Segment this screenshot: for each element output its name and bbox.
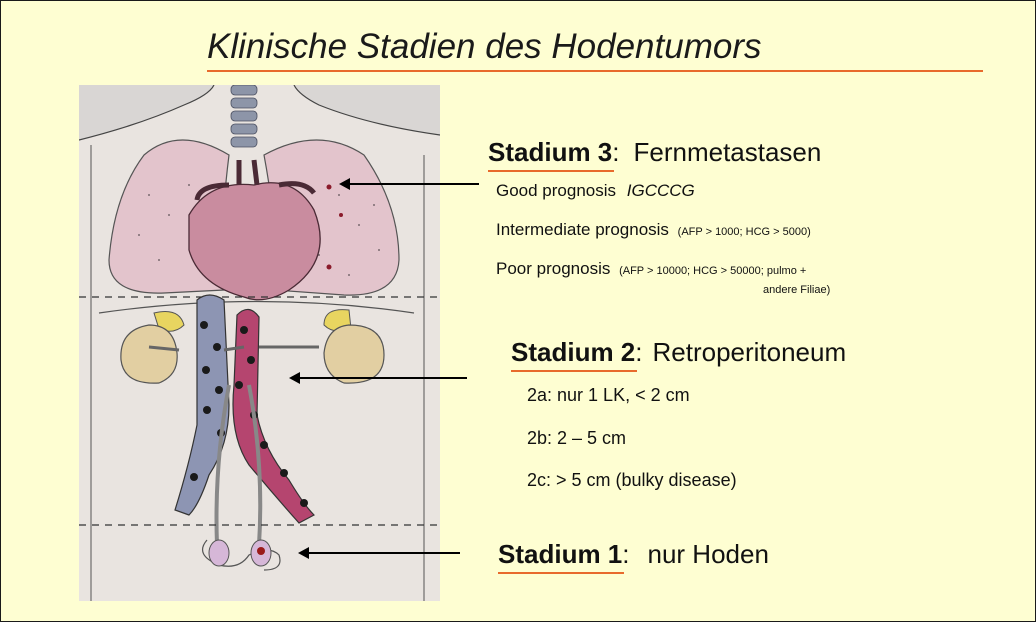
stage1-colon: : — [622, 539, 629, 569]
stage2-item: 2a: nur 1 LK, < 2 cm — [527, 385, 690, 406]
stage1-description: nur Hoden — [647, 539, 768, 569]
stage2-item: 2c: > 5 cm (bulky disease) — [527, 470, 737, 491]
stage3-label: Stadium 3 — [488, 137, 612, 168]
stage3-colon: : — [612, 137, 619, 167]
title-underline — [207, 70, 983, 72]
poor-prognosis: Poor prognosis (AFP > 10000; HCG > 50000… — [496, 259, 806, 279]
stage1-heading: Stadium 1: nur Hoden — [498, 539, 769, 570]
poor-prognosis-note-2: andere Filiae) — [763, 284, 830, 296]
stage1-label: Stadium 1 — [498, 539, 622, 570]
good-prognosis-ref: IGCCCG — [627, 181, 695, 200]
anatomy-illustration — [79, 85, 440, 601]
poor-prognosis-note-1: (AFP > 10000; HCG > 50000; pulmo + — [619, 265, 806, 277]
poor-prognosis-text: Poor prognosis — [496, 259, 610, 278]
intermediate-prognosis-text: Intermediate prognosis — [496, 220, 669, 239]
good-prognosis-text: Good prognosis — [496, 181, 616, 200]
stage2-colon: : — [635, 337, 642, 367]
stage2-label: Stadium 2 — [511, 337, 635, 368]
stage2-heading: Stadium 2: Retroperitoneum — [511, 337, 846, 368]
stage3-description: Fernmetastasen — [633, 137, 821, 167]
slide-title: Klinische Stadien des Hodentumors — [207, 27, 761, 67]
stage2-arrow — [299, 377, 467, 379]
intermediate-prognosis-note: (AFP > 1000; HCG > 5000) — [678, 226, 811, 238]
stage1-arrow — [308, 552, 460, 554]
intermediate-prognosis: Intermediate prognosis (AFP > 1000; HCG … — [496, 220, 811, 240]
stage3-arrow — [349, 183, 479, 185]
stage2-item: 2b: 2 – 5 cm — [527, 428, 626, 449]
stage3-heading: Stadium 3: Fernmetastasen — [488, 137, 821, 168]
stage2-description: Retroperitoneum — [652, 337, 846, 367]
good-prognosis: Good prognosis IGCCCG — [496, 181, 695, 201]
